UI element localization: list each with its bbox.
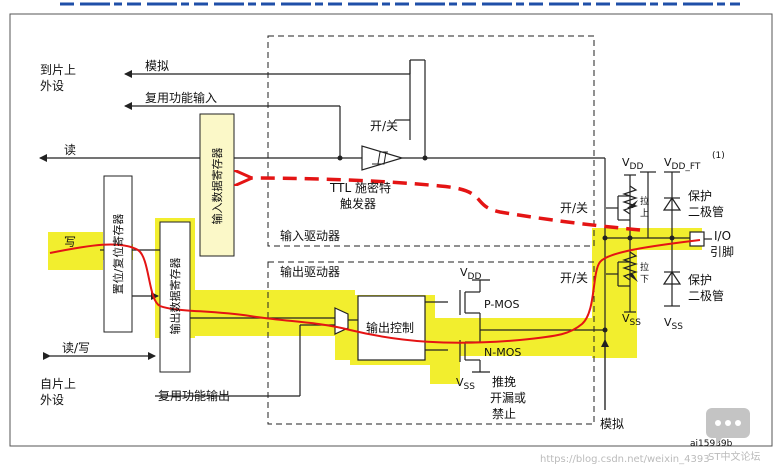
cropped-title-strip — [0, 0, 781, 8]
label-alt-function-input: 复用功能输入 — [145, 90, 217, 105]
watermark-badge — [706, 408, 750, 446]
label-from-on-chip-2: 外设 — [40, 393, 64, 407]
label-nmos: N-MOS — [484, 346, 521, 359]
label-output-data-register: 输出数据寄存器 — [168, 258, 182, 335]
label-ttl-schmitt-2: 触发器 — [340, 196, 376, 211]
pull-down-resistor-arrow — [627, 274, 638, 282]
set-reset-register — [103, 175, 133, 333]
label-pull-up-1: 拉 — [640, 195, 649, 207]
label-vdd-ft: VDD_FT — [664, 156, 701, 172]
label-ttl-schmitt-1: TTL 施密特 — [329, 180, 391, 195]
label-output-driver: 输出驱动器 — [280, 264, 340, 279]
label-protect-diode-bottom-2: 二极管 — [688, 288, 724, 303]
label-input-driver: 输入驱动器 — [280, 228, 340, 243]
label-figure-id: ai15939b — [690, 439, 733, 449]
label-analog-bottom: 模拟 — [600, 417, 624, 431]
label-vss-pin-left: VSS — [622, 312, 641, 328]
label-open-drain: 开漏或 — [490, 391, 526, 405]
label-vss-driver: VSS — [456, 376, 475, 392]
label-disabled: 禁止 — [492, 407, 516, 421]
label-vdd-ft-note: (1) — [712, 151, 725, 161]
label-read-write: 读/写 — [62, 341, 90, 355]
output-control-box — [357, 295, 426, 361]
label-protect-diode-bottom-1: 保护 — [688, 273, 712, 287]
watermark-url: https://blog.csdn.net/weixin_4393 — [540, 454, 710, 465]
label-pull-down-1: 拉 — [640, 261, 649, 273]
read-back-dashed-arrow — [250, 178, 641, 232]
input-driver-box — [267, 35, 595, 247]
label-io-pin-1: I/O — [714, 229, 731, 243]
io-pin-box — [689, 231, 705, 247]
pull-up-resistor — [622, 185, 638, 215]
label-alt-function-output: 复用功能输出 — [158, 388, 230, 403]
label-pull-up-2: 上 — [640, 208, 649, 219]
diagram-frame — [9, 13, 773, 447]
label-protect-diode-top-1: 保护 — [688, 189, 712, 203]
label-to-on-chip-2: 外设 — [40, 79, 64, 93]
label-pull-down-2: 下 — [640, 275, 649, 285]
label-vdd-driver: VDD — [460, 266, 481, 282]
label-push-pull: 推挽 — [492, 375, 516, 389]
label-pmos: P-MOS — [484, 298, 520, 311]
label-write: 写 — [64, 235, 76, 249]
label-read: 读 — [64, 143, 76, 157]
label-io-pin-2: 引脚 — [710, 244, 734, 259]
label-protect-diode-top-2: 二极管 — [688, 204, 724, 219]
label-vss-pin-right: VSS — [664, 316, 683, 332]
label-input-data-register: 输入数据寄存器 — [210, 148, 224, 225]
protection-diode-bottom — [662, 270, 682, 285]
label-output-control: 输出控制 — [366, 320, 414, 335]
label-set-reset-register: 置位/复位寄存器 — [111, 214, 125, 295]
label-from-on-chip-1: 自片上 — [40, 377, 76, 391]
output-driver-box — [267, 261, 595, 425]
junction-dots — [337, 155, 675, 333]
label-on-off-schmitt: 开/关 — [370, 119, 398, 133]
write-signal-path — [49, 239, 701, 344]
label-vdd-pin: VDD — [622, 156, 643, 172]
pull-up-resistor-arrow — [627, 200, 638, 208]
label-to-on-chip-1: 到片上 — [40, 63, 76, 77]
protection-diode-top — [662, 196, 682, 211]
pull-down-resistor — [622, 251, 638, 281]
output-data-register — [159, 221, 191, 373]
watermark-badge-text: ST中文论坛 — [708, 450, 760, 463]
schmitt-trigger — [361, 145, 405, 171]
label-on-off-pullup: 开/关 — [560, 201, 588, 215]
input-data-register — [199, 113, 235, 257]
label-analog-top: 模拟 — [145, 59, 169, 73]
label-on-off-pulldown: 开/关 — [560, 271, 588, 285]
